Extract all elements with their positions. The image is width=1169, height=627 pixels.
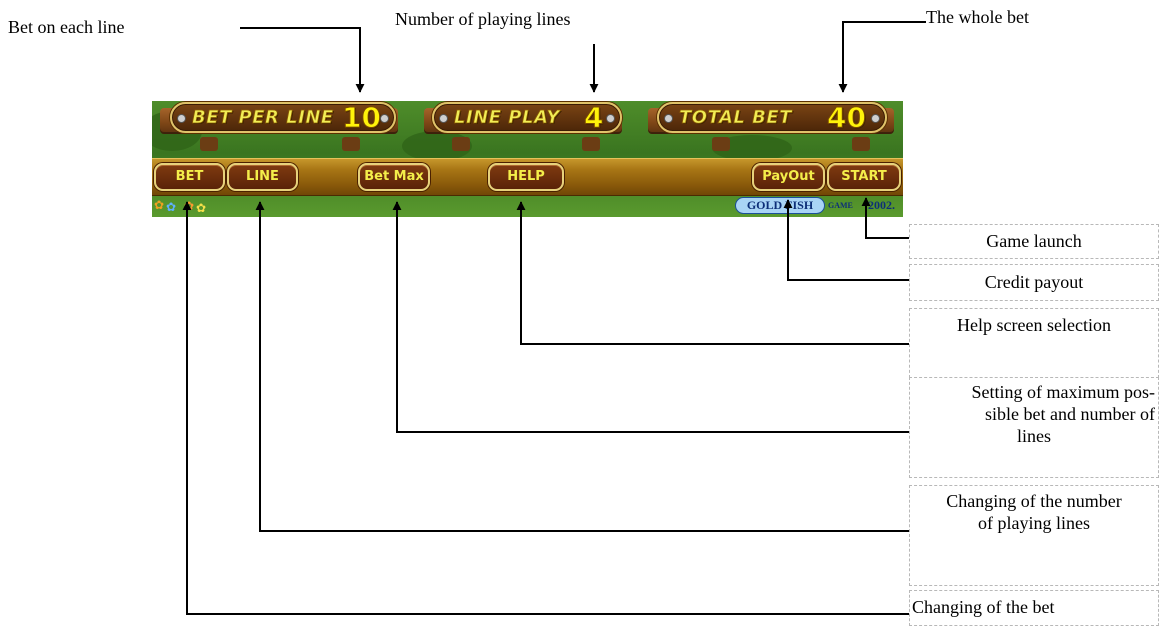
- fence-post: [582, 137, 600, 151]
- callout-line-help: [516, 201, 909, 345]
- help-button[interactable]: HELP: [488, 163, 564, 191]
- flower-icon: ✿: [154, 198, 165, 212]
- annotation-change-bet-text: Changing of the bet: [912, 597, 1055, 617]
- rivet-icon: [380, 114, 389, 123]
- callout-line-bet: [182, 201, 909, 615]
- annotation-change-bet: Changing of the bet: [909, 590, 1159, 626]
- year-label: 2002.: [868, 198, 895, 212]
- callout-line-bet-max: [392, 201, 909, 433]
- bet-per-line-display: BET PER LINE 10: [170, 101, 396, 134]
- bet-button[interactable]: BET: [154, 163, 225, 191]
- total-bet-label: TOTAL BET: [679, 107, 792, 129]
- maker-label: GAME: [828, 201, 853, 210]
- total-bet-display: TOTAL BET 40: [657, 101, 887, 134]
- flower-icon: ✿: [166, 200, 177, 214]
- flower-icon: ✿: [196, 201, 207, 215]
- bet-per-line-value: 10: [342, 101, 382, 134]
- panel-footer: ✿ ✿ ✿ ✿ GOLD FISH GAME 2002.: [152, 196, 903, 217]
- rivet-icon: [871, 114, 880, 123]
- callout-line-bet-per-line: [240, 27, 365, 93]
- callout-line-line: [255, 201, 909, 532]
- annotation-credit-payout-text: Credit payout: [984, 272, 1084, 292]
- annotation-number-of-playing-lines: Number of playing lines: [395, 9, 571, 29]
- line-button[interactable]: LINE: [227, 163, 298, 191]
- bet-max-button[interactable]: Bet Max: [358, 163, 430, 191]
- fence-post: [852, 137, 870, 151]
- annotation-game-launch-text: Game launch: [986, 231, 1082, 251]
- start-button[interactable]: START: [827, 163, 901, 191]
- fence-post: [342, 137, 360, 151]
- rivet-icon: [439, 114, 448, 123]
- flower-icon: ✿: [184, 199, 195, 213]
- line-play-label: LINE PLAY: [454, 107, 560, 129]
- annotation-help-screen-selection-text: Help screen selection: [957, 315, 1111, 335]
- goldfish-logo: GOLD FISH: [735, 197, 825, 214]
- rivet-icon: [606, 114, 615, 123]
- annotation-credit-payout: Credit payout: [909, 264, 1159, 301]
- annotation-set-max-bet-line1: Setting of maximum pos-: [971, 382, 1156, 402]
- rivet-icon: [177, 114, 186, 123]
- callout-line-total-bet: [838, 21, 926, 93]
- annotation-set-max-bet: Setting of maximum pos- sible bet and nu…: [909, 377, 1159, 478]
- fence-post: [200, 137, 218, 151]
- annotation-set-max-bet-line3: lines: [1017, 426, 1051, 446]
- annotation-help-screen-selection: Help screen selection: [909, 308, 1159, 378]
- bet-per-line-label: BET PER LINE: [192, 107, 334, 129]
- total-bet-value: 40: [827, 101, 867, 134]
- slot-control-panel: BET PER LINE 10 LINE PLAY 4 TOTAL BET 40…: [152, 101, 903, 217]
- fence-post: [452, 137, 470, 151]
- annotation-game-launch: Game launch: [909, 224, 1159, 259]
- rivet-icon: [664, 114, 673, 123]
- line-play-value: 4: [583, 101, 604, 134]
- fence-post: [712, 137, 730, 151]
- annotation-change-lines: Changing of the number of playing lines: [909, 485, 1159, 586]
- annotation-change-lines-line2: of playing lines: [978, 513, 1090, 533]
- annotation-set-max-bet-line2: sible bet and number of: [985, 404, 1155, 424]
- line-play-display: LINE PLAY 4: [432, 101, 622, 134]
- annotation-the-whole-bet: The whole bet: [926, 7, 1029, 27]
- annotation-bet-on-each-line: Bet on each line: [8, 17, 125, 37]
- payout-button[interactable]: PayOut: [752, 163, 825, 191]
- annotation-change-lines-line1: Changing of the number: [946, 491, 1122, 511]
